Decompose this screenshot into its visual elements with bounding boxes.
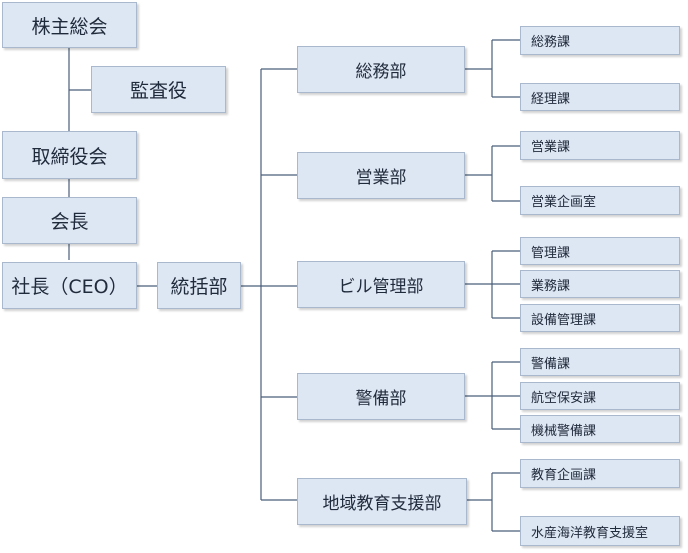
department-box: ビル管理部 xyxy=(297,261,465,308)
section-box: 水産海洋教育支援室 xyxy=(520,516,680,546)
general-division-box: 統括部 xyxy=(157,262,241,309)
general-division-label: 統括部 xyxy=(170,276,228,298)
section-label: 教育企画課 xyxy=(531,468,597,483)
department-label: 総務部 xyxy=(355,62,407,82)
section-label: 経理課 xyxy=(531,91,571,107)
section-box: 業務課 xyxy=(520,270,680,298)
section-box: 教育企画課 xyxy=(520,459,680,488)
department-label: 営業部 xyxy=(355,168,407,188)
section-box: 警備課 xyxy=(520,348,680,376)
chairman-box: 会長 xyxy=(2,197,137,244)
department-box: 営業部 xyxy=(297,152,465,199)
president-label: 社長（CEO） xyxy=(11,276,128,298)
section-box: 総務課 xyxy=(520,26,680,55)
department-label: 警備部 xyxy=(355,389,407,409)
section-box: 航空保安課 xyxy=(520,382,680,410)
department-label: 地域教育支援部 xyxy=(322,494,442,514)
section-label: 警備課 xyxy=(531,356,571,372)
board-box: 取締役会 xyxy=(2,131,137,179)
section-box: 営業課 xyxy=(520,131,680,160)
shareholders-box: 株主総会 xyxy=(2,2,137,48)
section-box: 管理課 xyxy=(520,237,680,265)
board-label: 取締役会 xyxy=(31,145,108,168)
chairman-label: 会長 xyxy=(50,211,89,233)
auditor-box: 監査役 xyxy=(91,66,226,113)
section-box: 経理課 xyxy=(520,83,680,111)
department-box: 総務部 xyxy=(297,46,465,93)
department-label: ビル管理部 xyxy=(338,277,424,297)
section-box: 設備管理課 xyxy=(520,304,680,332)
section-label: 機械警備課 xyxy=(531,423,597,439)
section-label: 営業企画室 xyxy=(531,195,597,210)
auditor-label: 監査役 xyxy=(129,80,187,102)
section-box: 機械警備課 xyxy=(520,415,680,443)
section-label: 水産海洋教育支援室 xyxy=(531,525,649,541)
section-label: 設備管理課 xyxy=(531,312,597,328)
section-label: 業務課 xyxy=(531,278,571,294)
section-box: 営業企画室 xyxy=(520,186,680,215)
president-box: 社長（CEO） xyxy=(2,262,137,309)
department-box: 警備部 xyxy=(297,373,465,420)
section-label: 航空保安課 xyxy=(531,390,597,406)
department-box: 地域教育支援部 xyxy=(297,478,467,525)
section-label: 営業課 xyxy=(531,140,571,155)
section-label: 管理課 xyxy=(531,245,571,261)
shareholders-label: 株主総会 xyxy=(31,15,108,38)
section-label: 総務課 xyxy=(531,35,571,50)
